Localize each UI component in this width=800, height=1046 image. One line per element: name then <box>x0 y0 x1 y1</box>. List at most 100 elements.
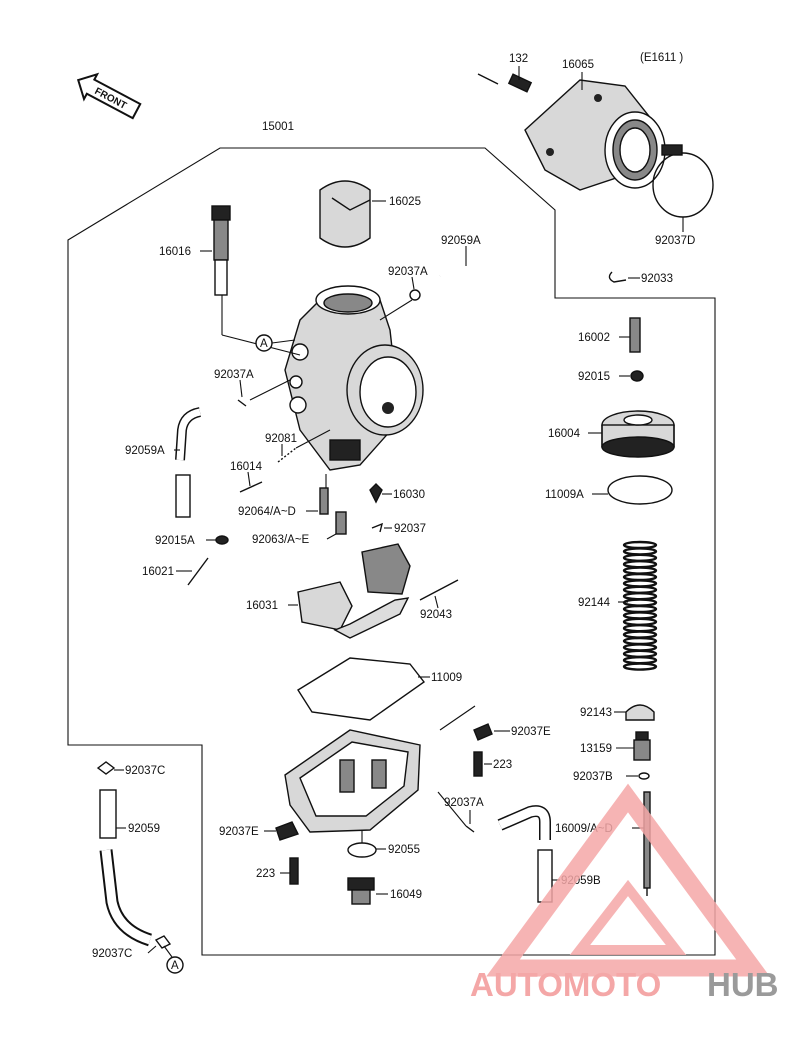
label-13159: 13159 <box>580 743 612 755</box>
label-92059a-top: 92059A <box>441 235 481 247</box>
spring-coil <box>622 656 658 665</box>
intake-holder-part <box>524 79 666 191</box>
gasket-11009a-part <box>607 475 673 505</box>
reference-a-bottom-label: A <box>171 960 179 972</box>
throttle-valve-16025-part <box>319 180 371 248</box>
clip-92037a-top-part <box>409 289 421 301</box>
label-92037e-right: 92037E <box>511 726 551 738</box>
label-92015: 92015 <box>578 371 610 383</box>
hose-92059-part <box>99 789 117 839</box>
front-arrow-icon: FRONT <box>76 72 142 120</box>
spring-coil <box>622 649 658 658</box>
label-92059: 92059 <box>128 823 160 835</box>
watermark-logo: AUTOMOTO HUB <box>470 783 779 1003</box>
spring-coil <box>622 598 658 607</box>
spring-coil <box>622 630 658 639</box>
label-92037: 92037 <box>394 523 426 535</box>
label-16049: 16049 <box>390 889 422 901</box>
leader-92037c-bottom <box>147 945 157 954</box>
cap-16004-part <box>601 410 675 458</box>
label-223-right: 223 <box>493 759 512 771</box>
label-92037a-bottom: 92037A <box>444 797 484 809</box>
spring-coil <box>622 604 658 614</box>
float-16031-part <box>297 543 411 639</box>
spring-coil <box>622 611 658 620</box>
clip-92037e-left-part <box>275 821 299 841</box>
jet-92064-part <box>319 487 329 515</box>
label-92143: 92143 <box>580 707 612 719</box>
gasket-11009-part <box>297 657 426 721</box>
clip-92037a-left-part <box>237 399 247 407</box>
watermark-text-hub: HUB <box>707 966 779 1003</box>
screw-16021-part <box>187 557 209 586</box>
label-16004: 16004 <box>548 428 581 440</box>
spring-coil <box>622 560 658 569</box>
clip-92037c-top-part <box>96 761 116 775</box>
label-16016: 16016 <box>159 246 191 258</box>
label-11009: 11009 <box>431 672 462 684</box>
spring-coil <box>622 540 658 550</box>
oring-92055-part <box>347 842 377 858</box>
clip-92037e-right-part <box>473 723 493 741</box>
screw-16002-part <box>629 317 641 353</box>
leader-16014 <box>247 471 251 487</box>
spring-coil <box>622 617 658 626</box>
diagram-code: (E1611 ) <box>640 52 683 64</box>
label-16025: 16025 <box>389 196 421 208</box>
label-132: 132 <box>509 53 528 65</box>
jet-92063-part <box>335 511 347 535</box>
label-92037b: 92037B <box>573 771 613 783</box>
label-92055: 92055 <box>388 844 420 856</box>
spring-coil <box>622 643 658 652</box>
seat-92143-part <box>625 704 655 721</box>
nut-92015-part <box>630 370 644 382</box>
label-92037e-left: 92037E <box>219 826 259 838</box>
screw-223-left-part <box>289 857 299 885</box>
spring-coil <box>622 547 658 556</box>
spring-coil <box>622 579 658 588</box>
spring-coil <box>622 585 658 594</box>
label-16065: 16065 <box>562 59 594 71</box>
label-223-left: 223 <box>256 868 275 880</box>
label-92037d: 92037D <box>655 235 695 247</box>
spring-92081-part <box>277 447 297 463</box>
spring-coil <box>622 592 658 601</box>
label-92033: 92033 <box>641 273 673 285</box>
leader-92037a-top-b <box>379 299 413 321</box>
label-11009a: 11009A <box>545 489 584 501</box>
clip-92037c-bottom-part <box>154 935 172 949</box>
leader-92037a-left <box>239 379 243 398</box>
leader-92043 <box>434 595 439 609</box>
clip-92037a-bottom-part <box>465 825 475 833</box>
spring-coil <box>622 662 658 671</box>
bolt-132-part <box>477 73 533 93</box>
plug-16049-part <box>347 877 375 905</box>
leader-92063 <box>326 533 337 540</box>
pin-92043-part <box>419 579 459 601</box>
adjuster-16016-part <box>211 205 231 296</box>
label-92037a-left: 92037A <box>214 369 254 381</box>
washer-92015a-part <box>215 535 229 545</box>
label-16014: 16014 <box>230 461 263 473</box>
spring-coil <box>622 553 658 562</box>
label-16002: 16002 <box>578 332 610 344</box>
clip-92037b-part <box>638 772 650 780</box>
holder-13159-part <box>633 731 651 761</box>
float-bowl-part <box>284 729 421 833</box>
label-16021: 16021 <box>142 566 174 578</box>
clip-92033-part <box>608 271 627 283</box>
clip-92037-part <box>371 522 384 533</box>
label-92043: 92043 <box>420 609 452 621</box>
watermark-triangle-icon <box>486 783 770 977</box>
leader-92037a-top <box>411 276 415 290</box>
spring-coil <box>622 636 658 646</box>
label-92037c-top: 92037C <box>125 765 165 777</box>
carburetor-body-part <box>284 285 424 471</box>
reference-a-bottom-icon <box>166 956 184 974</box>
screw-223-right-part <box>473 751 483 777</box>
label-92015a: 92015A <box>155 535 195 547</box>
reference-a-top-label: A <box>260 338 268 350</box>
label-15001: 15001 <box>262 121 294 133</box>
needle-jet-16030-part <box>369 483 383 504</box>
